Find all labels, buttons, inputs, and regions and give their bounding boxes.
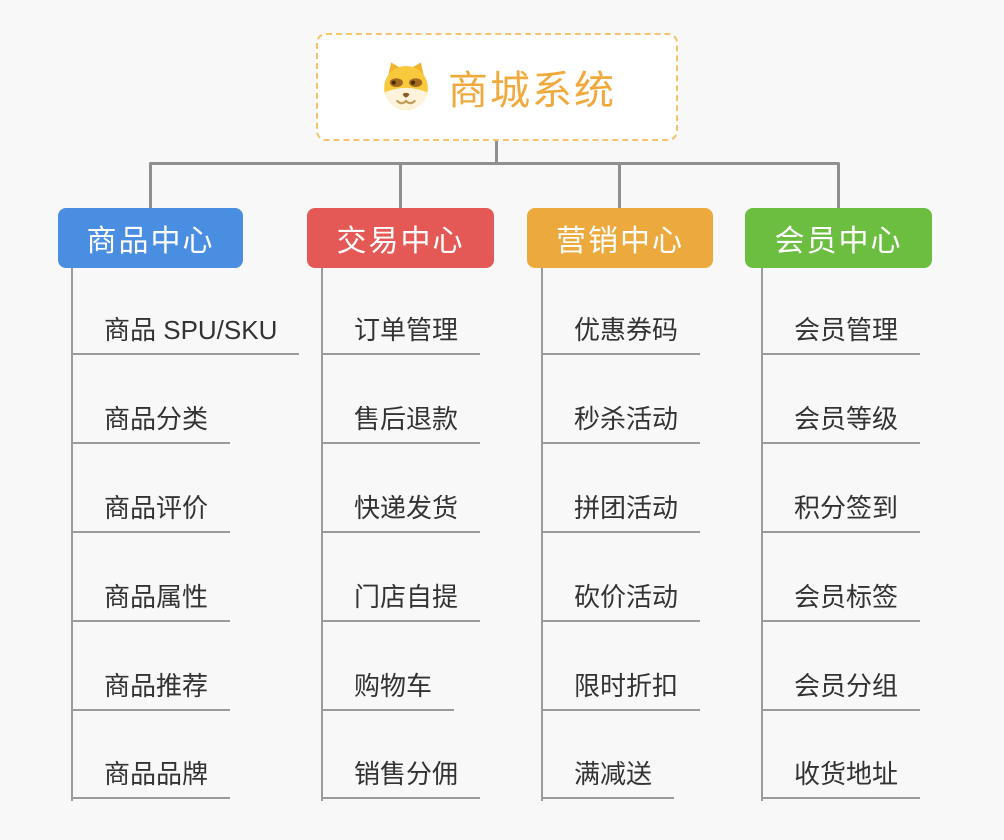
mindmap-node[interactable]: 商品 SPU/SKU (71, 312, 300, 355)
branch-node-member-center[interactable]: 会员中心 (745, 208, 932, 268)
mindmap-node[interactable]: 销售分佣 (321, 756, 481, 799)
branch-children-product: 商品 SPU/SKU 商品分类 商品评价 商品属性 商品推荐 商品品牌 (71, 268, 321, 801)
mindmap-node[interactable]: 购物车 (321, 668, 455, 711)
connector-drop-marketing (618, 164, 621, 208)
branch-node-product-center[interactable]: 商品中心 (58, 208, 243, 268)
mindmap-node[interactable]: 订单管理 (321, 312, 481, 355)
mindmap-node[interactable]: 门店自提 (321, 579, 481, 622)
connector-root-stub (495, 141, 498, 164)
mindmap-node[interactable]: 限时折扣 (541, 668, 701, 711)
connector-horizontal-bar (149, 162, 840, 165)
branch-node-trade-center[interactable]: 交易中心 (307, 208, 494, 268)
mindmap-node[interactable]: 商品分类 (71, 401, 231, 444)
mindmap-node[interactable]: 会员标签 (761, 579, 921, 622)
mindmap-node[interactable]: 收货地址 (761, 756, 921, 799)
mindmap-node[interactable]: 售后退款 (321, 401, 481, 444)
branch-children-trade: 订单管理 售后退款 快递发货 门店自提 购物车 销售分佣 (321, 268, 571, 801)
mindmap-node[interactable]: 砍价活动 (541, 579, 701, 622)
mindmap-node[interactable]: 商品推荐 (71, 668, 231, 711)
mindmap-node[interactable]: 秒杀活动 (541, 401, 701, 444)
connector-drop-member (837, 164, 840, 208)
mindmap-node[interactable]: 会员分组 (761, 668, 921, 711)
mindmap-node[interactable]: 拼团活动 (541, 490, 701, 533)
mindmap-node[interactable]: 快递发货 (321, 490, 481, 533)
mindmap-node[interactable]: 会员管理 (761, 312, 921, 355)
mindmap-node[interactable]: 商品品牌 (71, 756, 231, 799)
connector-drop-product (149, 164, 152, 208)
branch-children-member: 会员管理 会员等级 积分签到 会员标签 会员分组 收货地址 (761, 268, 1004, 801)
connector-drop-trade (399, 164, 402, 208)
doge-icon (378, 59, 434, 115)
branch-node-marketing-center[interactable]: 营销中心 (527, 208, 713, 268)
mindmap-node[interactable]: 积分签到 (761, 490, 921, 533)
mindmap-node[interactable]: 商品评价 (71, 490, 231, 533)
mindmap-node[interactable]: 满减送 (541, 756, 675, 799)
root-title: 商城系统 (448, 69, 616, 113)
root-node[interactable]: 商城系统 (316, 33, 678, 141)
mindmap-node[interactable]: 商品属性 (71, 579, 231, 622)
branch-children-marketing: 优惠券码 秒杀活动 拼团活动 砍价活动 限时折扣 满减送 (541, 268, 791, 801)
mindmap-node[interactable]: 优惠券码 (541, 312, 701, 355)
mindmap-node[interactable]: 会员等级 (761, 401, 921, 444)
